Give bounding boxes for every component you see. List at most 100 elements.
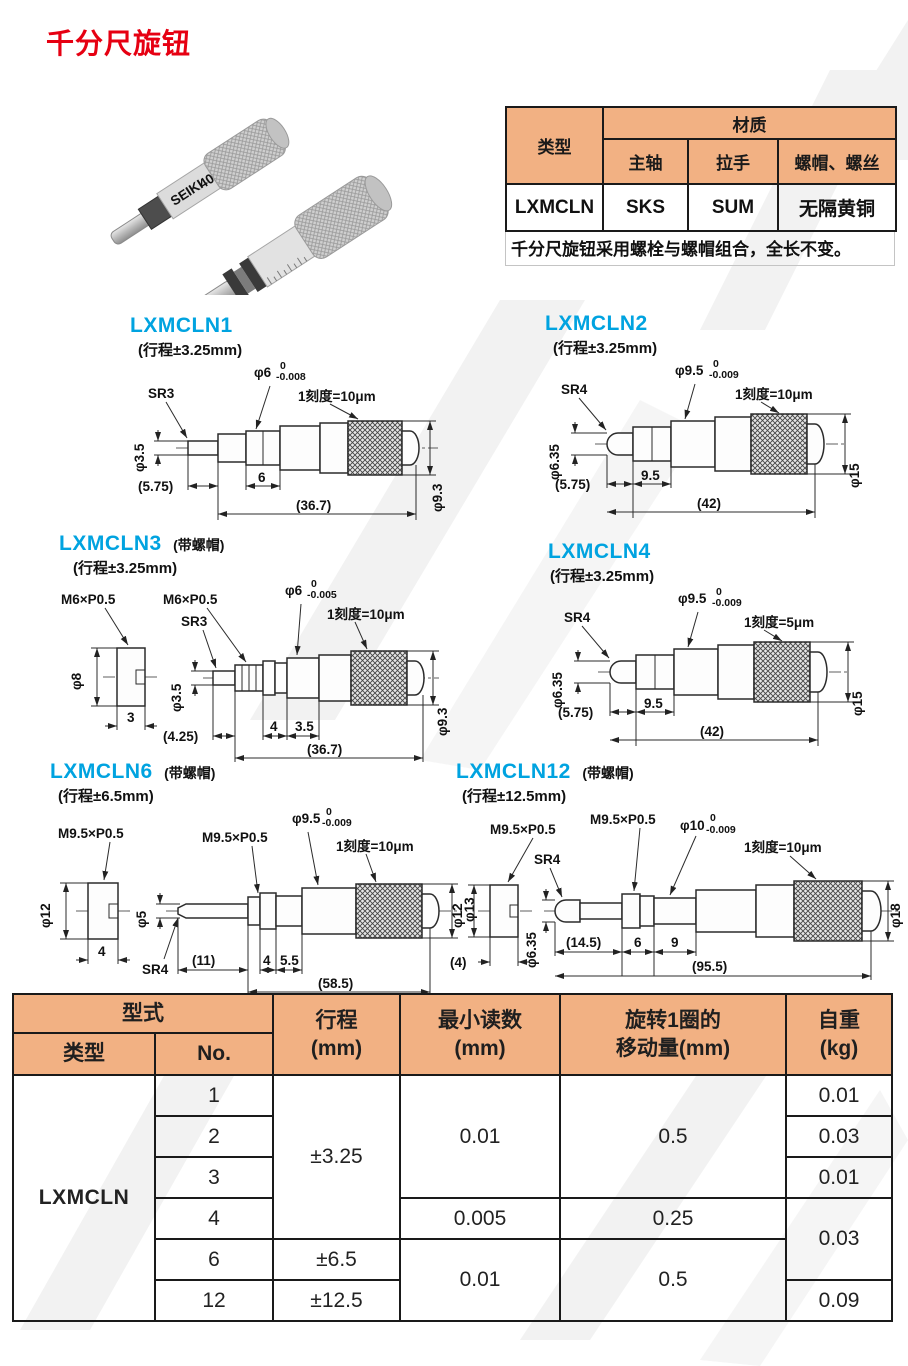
micrometer-outline — [187, 420, 420, 476]
dim-label-body-dia: φ15 — [850, 691, 865, 716]
dim-label-collar-width: 4 — [98, 944, 106, 959]
spec-header-weight: 自重 (kg) — [785, 993, 893, 1076]
spec-header-travel-line2: (mm) — [310, 1036, 363, 1060]
dim-label-sr: SR4 — [142, 962, 169, 977]
diagram-lxmcln6-drawing: M9.5×P0.5 M9.5×P0.5 SR4 φ12 φ5 φ9.5 0 -0… — [38, 806, 477, 996]
dim-label-total: (36.7) — [307, 742, 342, 757]
spec-header-weight-line2: (kg) — [819, 1036, 859, 1060]
dim-label-grad: 1刻度=5μm — [744, 614, 814, 630]
spec-row-6: 6 ±6.5 0.01 0.5 — [13, 1238, 892, 1322]
diagram-lxmcln12-drawing: M9.5×P0.5 M9.5×P0.5 SR4 φ12 φ6.35 φ10 0 … — [450, 812, 903, 980]
spec-no-1: 1 — [154, 1074, 274, 1117]
spec-row-3: 3 0.01 — [13, 1156, 893, 1199]
dim-label-tol-lower: -0.009 — [712, 597, 742, 609]
dim-label-b: 4 — [263, 953, 271, 968]
dim-label-tip-dia: φ3.5 — [169, 683, 184, 712]
dim-label-grad: 1刻度=10μm — [735, 386, 813, 402]
diagram-lxmcln3: LXMCLN3 (带螺帽) (行程±3.25mm) — [35, 532, 457, 773]
spec-header-travel: 行程 (mm) — [272, 993, 401, 1076]
dim-label-b: 6 — [258, 470, 266, 485]
dim-label-body-dia: φ9.3 — [430, 483, 445, 512]
spec-no-6: 6 — [154, 1238, 274, 1281]
dim-label-shaft-dia: φ6 — [254, 365, 272, 380]
diagram-lxmcln12-travel: (行程±12.5mm) — [462, 788, 567, 805]
spec-header-travel-line1: 行程 — [315, 1009, 358, 1033]
spec-turn-05b: 0.5 — [559, 1238, 787, 1322]
dim-label-tip-dia: φ6.35 — [524, 932, 539, 968]
dimension-lines — [468, 827, 894, 980]
materials-type-value: LXMCLN — [505, 183, 604, 232]
nut-collar-outline — [87, 882, 119, 940]
spec-min-001b: 0.01 — [399, 1238, 561, 1322]
nut-collar-outline — [116, 647, 146, 707]
dim-label-total: (95.5) — [692, 959, 727, 974]
dim-label-sr: SR4 — [561, 382, 588, 397]
diagram-lxmcln4: LXMCLN4 (行程±3.25mm) — [548, 540, 900, 759]
materials-header-nut-screw: 螺帽、螺丝 — [777, 138, 897, 185]
spec-travel-65: ±6.5 — [272, 1238, 401, 1281]
dim-label-b: 4 — [270, 719, 278, 734]
dim-label-collar-width: (4) — [450, 955, 467, 970]
dim-label-tip-dia: φ6.35 — [547, 444, 562, 480]
dim-label-a: (5.75) — [555, 477, 590, 492]
dim-label-a: (11) — [192, 953, 215, 968]
dim-label-tip-dia: φ6.35 — [550, 672, 565, 708]
dim-label-tol-lower: -0.009 — [706, 824, 736, 836]
diagram-lxmcln12-cap-note: (带螺帽) — [582, 765, 634, 781]
spec-turn-025: 0.25 — [559, 1197, 787, 1240]
spec-travel-125: ±12.5 — [272, 1279, 401, 1322]
dim-label-tol-upper: 0 — [280, 360, 286, 372]
dim-label-shaft-dia: φ10 — [680, 818, 705, 833]
dim-label-sr: SR3 — [148, 386, 175, 401]
materials-header-spindle: 主轴 — [602, 138, 689, 185]
diagram-lxmcln6: LXMCLN6 (带螺帽) (行程±6.5mm) — [30, 760, 482, 1001]
spec-header-turn-line1: 旋转1圈的 — [625, 1009, 721, 1033]
product-photo: SEIKI 40 — [110, 117, 393, 295]
dim-label-c: 3.5 — [295, 719, 314, 734]
dim-label-b: 9.5 — [644, 696, 663, 711]
dim-label-b: 9.5 — [641, 468, 660, 483]
page-title: 千分尺旋钮 — [46, 28, 192, 59]
diagram-lxmcln3-travel: (行程±3.25mm) — [73, 560, 178, 577]
materials-header-material: 材质 — [602, 106, 897, 140]
materials-table: 类型 材质 主轴 拉手 螺帽、螺丝 LXMCLN SKS SUM 无隔黄铜 千分… — [505, 106, 897, 266]
spec-no-2: 2 — [154, 1115, 274, 1158]
dimension-lines — [91, 603, 439, 762]
dim-label-a: (5.75) — [558, 705, 593, 720]
spec-no-12: 12 — [154, 1279, 274, 1322]
spec-weight-2: 0.03 — [785, 1115, 893, 1158]
diagram-lxmcln6-cap-note: (带螺帽) — [164, 765, 216, 781]
dim-label-shaft-dia: φ9.5 — [678, 591, 707, 606]
dim-label-thread1: M6×P0.5 — [61, 592, 116, 607]
dimension-lines — [154, 385, 436, 520]
spec-row-1: LXMCLN 1 ±3.25 0.01 0.5 0.01 — [12, 1074, 893, 1322]
dim-label-c: 9 — [671, 935, 679, 950]
materials-header-type: 类型 — [505, 106, 604, 185]
nut-collar-outline — [489, 884, 519, 938]
spec-no-3: 3 — [154, 1156, 274, 1199]
dim-label-a: (5.75) — [138, 479, 173, 494]
diagram-lxmcln2-travel: (行程±3.25mm) — [553, 340, 658, 357]
diagram-lxmcln12-name: LXMCLN12 — [456, 760, 571, 783]
spec-header-min-reading: 最小读数 (mm) — [399, 993, 561, 1076]
dim-label-tol-lower: -0.008 — [276, 371, 306, 383]
dim-label-grad: 1刻度=10μm — [298, 388, 376, 404]
micrometer-outline — [606, 413, 825, 475]
spec-min-001a: 0.01 — [399, 1074, 561, 1199]
dim-label-collar-dia: φ8 — [69, 672, 84, 690]
diagram-lxmcln4-travel: (行程±3.25mm) — [550, 568, 655, 585]
spec-row-2: 2 0.03 — [13, 1115, 893, 1158]
dim-label-a: (4.25) — [163, 729, 198, 744]
spec-header-weight-line1: 自重 — [818, 1009, 860, 1033]
spec-row-4: 4 0.005 0.25 0.03 — [13, 1197, 893, 1281]
dim-label-sr: SR4 — [534, 852, 561, 867]
dim-label-tol-upper: 0 — [713, 358, 719, 370]
dim-label-tip-dia: φ3.5 — [132, 443, 147, 472]
dimension-lines — [60, 831, 458, 996]
dim-label-b: 6 — [634, 935, 642, 950]
materials-header-handle: 拉手 — [687, 138, 779, 185]
dim-label-tol-lower: -0.005 — [307, 589, 337, 601]
dim-label-total: (42) — [700, 724, 724, 739]
dimension-lines — [571, 383, 851, 518]
spec-table: 型式 行程 (mm) 最小读数 (mm) 旋转1圈的 移动量(mm) 自重 (k… — [12, 993, 893, 1322]
